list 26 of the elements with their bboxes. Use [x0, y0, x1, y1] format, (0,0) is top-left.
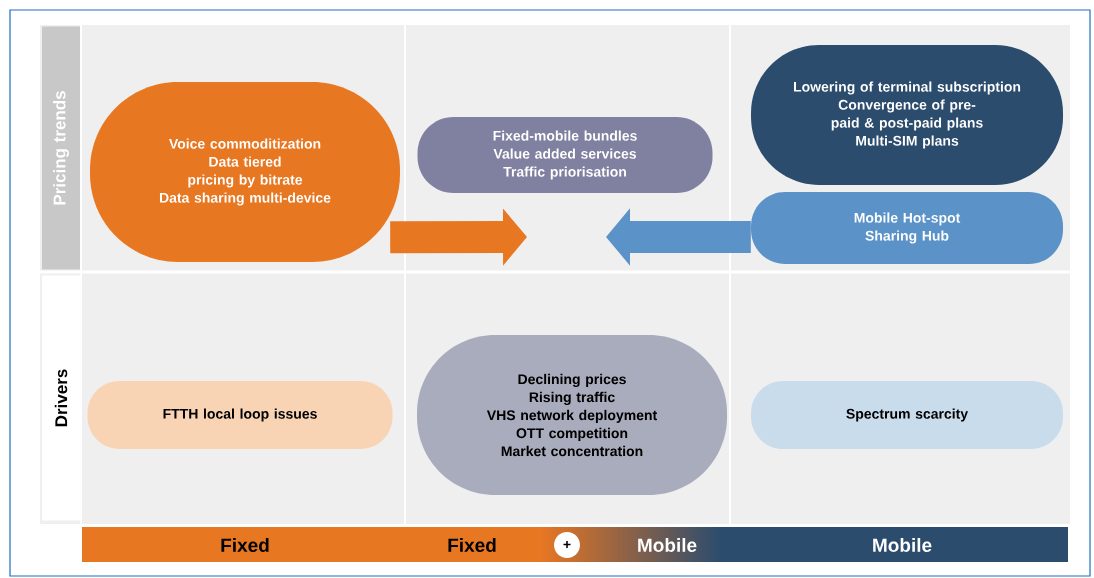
node-label: Rising traffic: [529, 391, 615, 405]
box-text: Voice commoditization Data tiered pricing by bitrate Data sharing multi-device: [160, 138, 331, 206]
rounded-box: [417, 335, 727, 495]
rounded-box: [751, 45, 1063, 185]
box-text: Declining prices Rising traffic VHS network deployment OTT competition Market concentration: [486, 373, 657, 457]
rounded-box: [751, 381, 1063, 449]
rounded-box: [90, 82, 400, 262]
node-label: OTT competition: [516, 427, 628, 441]
axis-label: Fixed: [221, 538, 269, 552]
plus-sign: +: [554, 532, 580, 558]
box-text: Spectrum scarcity: [846, 408, 968, 422]
box-text: Mobile Hot-spot Sharing Hub: [854, 212, 961, 244]
axis-label: Mobile: [873, 538, 932, 552]
axis-label: Fixed: [448, 538, 496, 552]
rounded-box: [87, 381, 393, 449]
rounded-box: [751, 192, 1063, 264]
node-label: VHS network deployment: [486, 409, 657, 423]
side-band: [42, 26, 80, 270]
box-text: FTTH local loop issues: [163, 408, 317, 422]
axis-label: Mobile: [638, 538, 697, 552]
node-label: Declining prices: [518, 373, 626, 387]
node-label: Market concentration: [501, 445, 643, 457]
box-text: Fixed-mobile bundles Value added services Traffic priorisation: [493, 130, 637, 180]
rounded-box: [417, 117, 713, 193]
box-text: Lowering of terminal subscription Convergence of pre-paid & post-paid plans Multi-SIM plans: [794, 81, 1021, 149]
band-label: Drivers: [54, 369, 68, 427]
